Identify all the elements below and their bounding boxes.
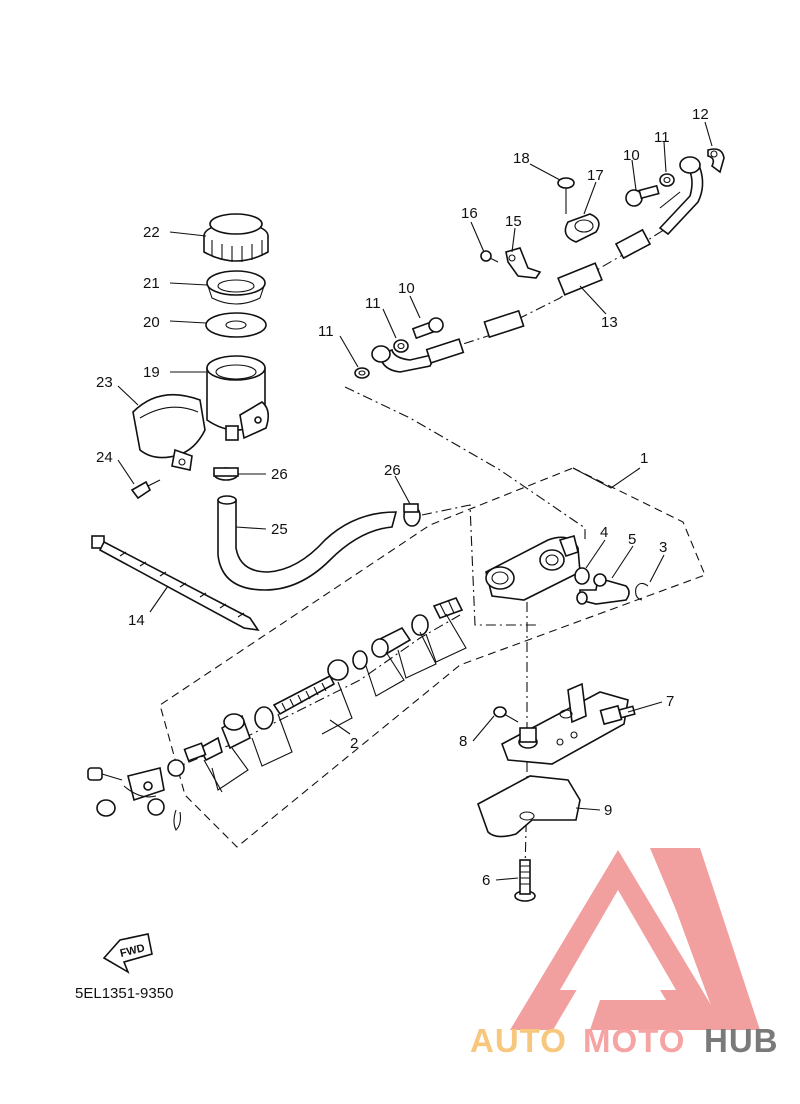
cable-tie	[91, 535, 260, 632]
callout-2: 2	[350, 735, 358, 752]
master-cylinder-body	[485, 535, 581, 601]
union-bolt-lower	[411, 317, 444, 340]
brake-hose	[371, 156, 704, 373]
piston-kit	[183, 597, 467, 793]
callout-23: 23	[96, 374, 113, 391]
callout-11-mid: 11	[365, 295, 381, 312]
callout-3: 3	[659, 539, 667, 556]
holder-bolt-small	[480, 250, 499, 263]
callout-21: 21	[143, 275, 160, 292]
callout-15: 15	[505, 213, 522, 230]
bracket-bolt	[493, 706, 519, 723]
watermark-word-auto: AUTO	[470, 1022, 567, 1059]
master-cylinder-bracket	[501, 682, 636, 765]
diagram-code: 5EL1351-9350	[75, 985, 173, 1002]
mounting-bolt	[514, 859, 536, 902]
callout-26-right: 26	[384, 462, 401, 479]
hose-clamp-upper	[213, 467, 239, 481]
union-bolt-upper	[625, 184, 660, 207]
hose-joint-line	[421, 504, 540, 626]
reservoir-tank	[206, 355, 270, 441]
reservoir-plate	[205, 312, 267, 338]
callout-19: 19	[143, 364, 160, 381]
reservoir-cover	[132, 393, 206, 471]
callout-14: 14	[128, 612, 145, 629]
hose-clamp-lower	[403, 503, 421, 527]
callout-17: 17	[587, 167, 604, 184]
callout-5: 5	[628, 531, 636, 548]
callout-6: 6	[482, 872, 490, 889]
callout-10-lower: 10	[398, 280, 415, 297]
hose-joint	[576, 573, 630, 605]
callout-7: 7	[666, 693, 674, 710]
callout-11-left: 11	[318, 323, 334, 340]
hose-holder-bracket	[505, 247, 542, 279]
callout-1: 1	[640, 450, 648, 467]
bracket-axis-line	[524, 602, 528, 871]
callout-13: 13	[601, 314, 618, 331]
callout-leaders	[117, 121, 713, 881]
watermark-logo-icon	[510, 848, 760, 1030]
callout-12: 12	[692, 106, 709, 123]
callout-8: 8	[459, 733, 467, 750]
holder-bolt-top	[557, 177, 575, 214]
clevis-assembly	[87, 759, 185, 831]
o-ring	[574, 567, 590, 585]
reservoir-diaphragm	[206, 270, 266, 305]
callout-18: 18	[513, 150, 530, 167]
cover-screw	[130, 479, 161, 500]
callout-11-upper: 11	[654, 129, 670, 146]
callout-labels: 1 2 3 4 5 6 7 8 9 10 10 11 11 11 12 13 1…	[96, 106, 709, 889]
fwd-label: FWD	[119, 942, 146, 960]
reservoir-hose	[217, 495, 398, 591]
callout-16: 16	[461, 205, 478, 222]
watermark-brand: AUTO MOTO HUB	[470, 1022, 779, 1059]
callout-10-upper: 10	[623, 147, 640, 164]
callout-20: 20	[143, 314, 160, 331]
kit-1-leader	[572, 467, 641, 489]
fwd-arrow-icon: FWD	[102, 933, 153, 974]
reservoir-cap	[203, 213, 269, 262]
watermark-word-moto: MOTO	[583, 1022, 685, 1059]
hose-holder-clamp	[564, 213, 600, 243]
callout-22: 22	[143, 224, 160, 241]
hose-guide-clip	[707, 148, 725, 174]
callout-9: 9	[604, 802, 612, 819]
copper-washer-left	[354, 367, 370, 379]
watermark-word-hub: HUB	[704, 1022, 779, 1059]
protector-plate	[477, 775, 581, 838]
copper-washer-upper	[659, 173, 675, 187]
circlip	[635, 582, 649, 601]
hose-routing-line-lower	[344, 386, 586, 540]
copper-washer-lower	[393, 339, 409, 353]
callout-25: 25	[271, 521, 288, 538]
callout-4: 4	[600, 524, 608, 541]
callout-24: 24	[96, 449, 113, 466]
master-cylinder-kit-outline	[159, 467, 706, 848]
callout-26-left: 26	[271, 466, 288, 483]
